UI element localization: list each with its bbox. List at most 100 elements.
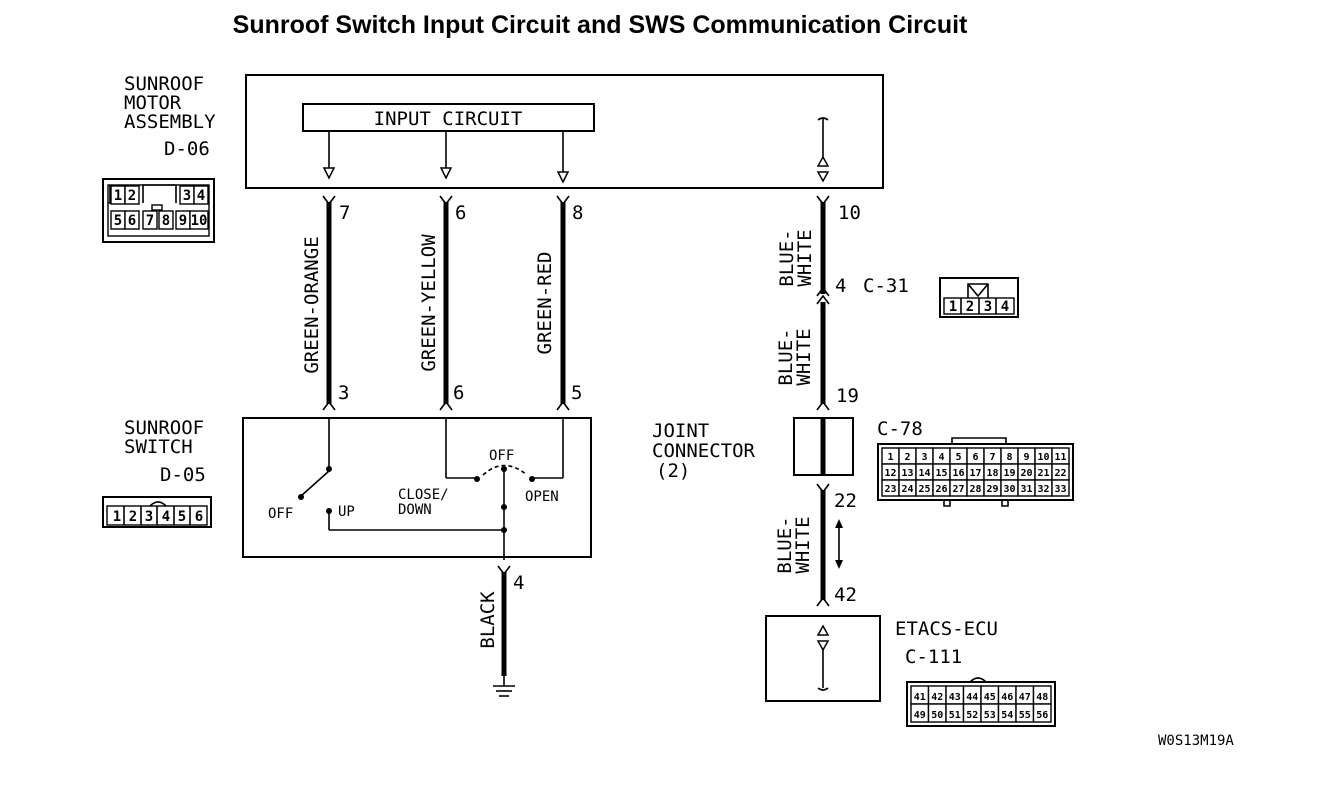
switch-label-up: UP — [338, 504, 355, 520]
pin-42: 42 — [834, 584, 857, 606]
d06-pin-5: 5 — [114, 213, 122, 229]
c111-pin-56: 56 — [1036, 710, 1048, 721]
wire-label-green-orange: GREEN-ORANGE — [301, 236, 323, 373]
d05-pin-2: 2 — [129, 509, 137, 525]
c111-pin-41: 41 — [914, 692, 926, 703]
c111-pin-43: 43 — [949, 692, 961, 703]
c78-pin-16: 16 — [952, 468, 964, 479]
pin-6-top: 6 — [455, 202, 466, 224]
c31-pin-4: 4 — [1001, 299, 1009, 315]
joint-connector-label-line3: (2) — [656, 460, 690, 482]
c78-pin-7: 7 — [989, 452, 995, 463]
c111-pin-44: 44 — [966, 692, 978, 703]
c111-pin-47: 47 — [1019, 692, 1031, 703]
wire-label-bw2-line1: BLUE- — [775, 328, 797, 385]
c111-pin-55: 55 — [1019, 710, 1031, 721]
c78-pin-13: 13 — [901, 468, 913, 479]
sunroof-switch-label-line2: SWITCH — [124, 436, 193, 458]
joint-connector-label-line2: CONNECTOR — [652, 440, 756, 462]
connector-d05-face: 1 2 3 4 5 6 — [102, 496, 212, 528]
wire-label-bw2-line2: WHITE — [793, 328, 815, 385]
d05-pin-1: 1 — [113, 509, 121, 525]
c111-pin-53: 53 — [984, 710, 996, 721]
connector-c31-id: C-31 — [863, 275, 909, 297]
input-arrow-head-7 — [322, 167, 336, 180]
c78-pin-28: 28 — [969, 484, 981, 495]
wire-green-yellow: 6 6 GREEN-YELLOW — [418, 195, 466, 411]
d06-pin-3: 3 — [183, 188, 191, 204]
motor-assembly-label-line3: ASSEMBLY — [124, 111, 216, 133]
d06-pin-1: 1 — [114, 188, 122, 204]
d05-pin-3: 3 — [145, 509, 153, 525]
c78-pin-23: 23 — [884, 484, 896, 495]
switch-label-off-left: OFF — [268, 506, 293, 522]
wire-green-red: 8 5 GREEN-RED — [534, 195, 583, 411]
c78-pin-33: 33 — [1054, 484, 1066, 495]
d06-pin-6: 6 — [128, 213, 136, 229]
c78-pin-12: 12 — [884, 468, 896, 479]
wire-blue-white-2: 19 BLUE- WHITE — [775, 302, 859, 411]
pin-4-black: 4 — [513, 572, 524, 594]
pin-22: 22 — [834, 490, 857, 512]
c31-pin-1: 1 — [949, 299, 957, 315]
input-circuit-box — [302, 103, 595, 132]
wire-label-black: BLACK — [477, 591, 499, 649]
d06-pin-10: 10 — [191, 213, 208, 229]
d05-pin-4: 4 — [162, 509, 170, 525]
c78-pin-10: 10 — [1037, 452, 1049, 463]
input-arrow-head-6 — [439, 167, 453, 180]
c111-pin-46: 46 — [1001, 692, 1013, 703]
sunroof-switch-label-line1: SUNROOF — [124, 417, 204, 439]
etacs-arrow-down — [816, 640, 830, 652]
c78-pin-9: 9 — [1023, 452, 1029, 463]
sunroof-switch-box — [242, 417, 592, 558]
wire-label-bw3-line2: WHITE — [792, 516, 814, 573]
d06-pin-7: 7 — [146, 213, 154, 229]
c78-pin-24: 24 — [901, 484, 913, 495]
connector-c78-id: C-78 — [877, 418, 923, 440]
etacs-ecu-label: ETACS-ECU — [895, 618, 998, 640]
joint-connector-label-line1: JOINT — [652, 420, 709, 442]
pin-3: 3 — [338, 382, 349, 404]
c78-pin-8: 8 — [1006, 452, 1012, 463]
input-circuit-label: INPUT CIRCUIT — [374, 108, 523, 130]
wire-label-bw3-line1: BLUE- — [774, 516, 796, 573]
motor-assembly-label-line2: MOTOR — [124, 92, 182, 114]
motor-assembly-label-line1: SUNROOF — [124, 73, 204, 95]
c111-pin-54: 54 — [1001, 710, 1013, 721]
pin-5: 5 — [571, 382, 582, 404]
c78-pin-6: 6 — [972, 452, 978, 463]
c78-pin-27: 27 — [952, 484, 964, 495]
c78-pin-30: 30 — [1003, 484, 1015, 495]
c78-pin-32: 32 — [1037, 484, 1049, 495]
sws-comm-arrow-up — [816, 155, 830, 167]
c78-pin-5: 5 — [955, 452, 961, 463]
switch-label-down: DOWN — [398, 502, 432, 518]
c78-pin-25: 25 — [918, 484, 930, 495]
d06-pin-8: 8 — [162, 213, 170, 229]
c111-pin-48: 48 — [1036, 692, 1048, 703]
c78-pin-19: 19 — [1003, 468, 1015, 479]
c78-pin-18: 18 — [986, 468, 998, 479]
c111-pin-42: 42 — [931, 692, 943, 703]
pin-4-c31: 4 — [835, 275, 846, 297]
wire-label-bw1-line2: WHITE — [794, 229, 816, 286]
pin-6-bottom: 6 — [453, 382, 464, 404]
pin-19: 19 — [836, 385, 859, 407]
c31-pin-3: 3 — [984, 299, 992, 315]
pin-7: 7 — [339, 202, 350, 224]
wire-label-bw1-line1: BLUE- — [776, 229, 798, 286]
connector-c31: 4 C-31 1 2 3 4 — [816, 275, 1019, 318]
switch-label-close: CLOSE/ — [398, 487, 449, 503]
figure-code: W0S13M19A — [1158, 733, 1234, 749]
etacs-arrow-up — [816, 624, 830, 636]
sunroof-switch-connector-id: D-05 — [160, 464, 206, 486]
connector-c111-id: C-111 — [905, 646, 962, 668]
wire-blue-white-1: 10 BLUE- WHITE — [776, 195, 861, 294]
c111-pin-45: 45 — [984, 692, 996, 703]
pin-8: 8 — [572, 202, 583, 224]
